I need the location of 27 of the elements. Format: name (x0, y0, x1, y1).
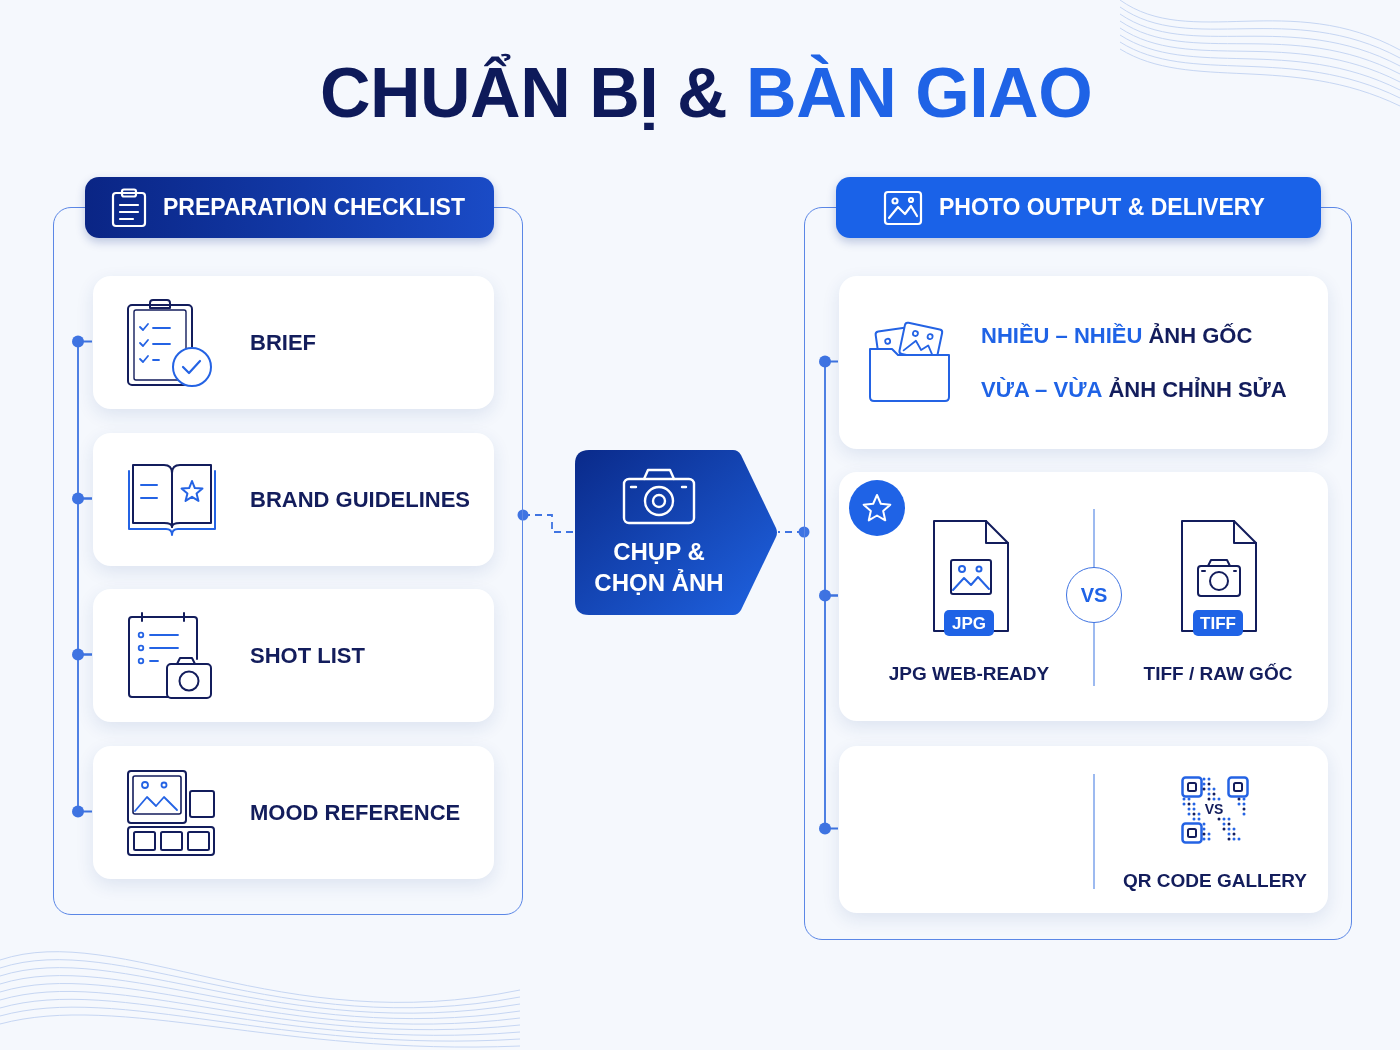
format-tag: TIFF (1193, 610, 1243, 636)
checklist-card (93, 746, 494, 879)
checklist-card (93, 433, 494, 566)
dashed-connector (777, 526, 810, 538)
qr-overlay-text: VS (1204, 802, 1224, 816)
checklist-card (93, 276, 494, 409)
card-label: BRIEF (250, 329, 316, 357)
format-caption: JPG WEB-READY (888, 662, 1050, 686)
output-description: NHIỀU – NHIỀU ẢNH GỐC (981, 322, 1253, 350)
panel-heading: PHOTO OUTPUT & DELIVERY (939, 193, 1265, 223)
output-card (839, 276, 1328, 449)
format-tag: JPG (944, 610, 994, 636)
diagram-title: CHUẨN BỊ & BÀN GIAO (319, 52, 1093, 134)
card-label: MOOD REFERENCE (250, 799, 461, 827)
output-card (839, 472, 1328, 721)
output-card (839, 746, 1328, 913)
format-caption: TIFF / RAW GỐC (1143, 662, 1293, 686)
checklist-card (93, 589, 494, 722)
format-caption: QR CODE GALLERY (1123, 869, 1307, 893)
dashed-connector (517, 509, 576, 533)
connector-line (77, 653, 93, 813)
output-description: VỪA – VỪA ẢNH CHỈNH SỬA (981, 376, 1287, 404)
card-label: BRAND GUIDELINES (250, 486, 470, 514)
connector-line (824, 594, 839, 830)
step-label: CHỤP & CHỌN ẢNH (593, 537, 725, 598)
panel-heading: PREPARATION CHECKLIST (163, 193, 465, 223)
card-label: SHOT LIST (250, 642, 365, 670)
